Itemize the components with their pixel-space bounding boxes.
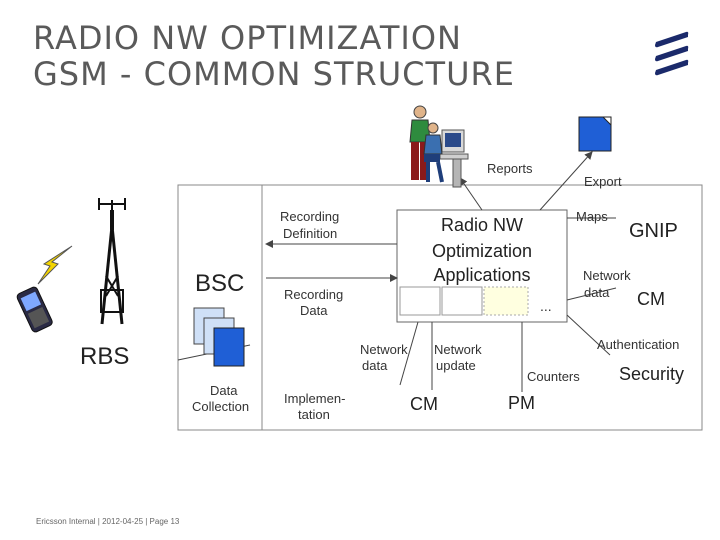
- data-collection-label-1: Data: [210, 383, 238, 398]
- export-label: Export: [584, 174, 622, 189]
- antenna-mast-icon: [98, 198, 126, 325]
- recording-data-label-2: Data: [300, 303, 328, 318]
- lightning-icon: [37, 245, 73, 285]
- network-data-right-label-1: Network: [583, 268, 631, 283]
- export-document-icon: [578, 116, 612, 152]
- maps-label: Maps: [576, 209, 608, 224]
- app-title-line2: Optimization: [431, 241, 533, 261]
- network-update-label-1: Network: [434, 342, 482, 357]
- page-title-line2: GSM - COMMON STRUCTURE: [33, 55, 515, 93]
- gnip-label: GNIP: [629, 220, 678, 242]
- rbs-label: RBS: [80, 343, 130, 370]
- recording-definition-label-1: Recording: [280, 209, 340, 224]
- implementation-label-2: tation: [298, 407, 330, 422]
- network-update-label-2: update: [436, 358, 476, 373]
- cm-right-label: CM: [637, 289, 665, 309]
- app-title-line1: Radio NW: [440, 215, 524, 235]
- reports-label: Reports: [487, 161, 533, 176]
- network-data-mid-label-1: Network: [360, 342, 408, 357]
- authentication-label: Authentication: [597, 337, 680, 352]
- bsc-label: BSC: [195, 270, 245, 297]
- security-label: Security: [619, 364, 685, 384]
- recording-definition-label-2: Definition: [283, 226, 338, 241]
- network-data-right-label-2: data: [584, 285, 610, 300]
- app-title-line3: Applications: [433, 265, 531, 285]
- network-data-mid-label-2: data: [362, 358, 388, 373]
- pm-bottom-label: PM: [508, 393, 535, 413]
- mobile-phone-icon: [16, 286, 53, 333]
- workers-at-computer-icon: [409, 105, 469, 188]
- data-collection-files-icon: [193, 307, 245, 367]
- counters-label: Counters: [527, 369, 580, 384]
- ellipsis-label: ...: [540, 298, 552, 314]
- footer-text: Ericsson Internal | 2012-04-25 | Page 13: [36, 517, 180, 526]
- ericsson-logo-icon: [655, 31, 689, 76]
- page-title-line1: RADIO NW OPTIMIZATION: [33, 19, 462, 57]
- implementation-label-1: Implemen-: [284, 391, 346, 406]
- cm-bottom-label: CM: [410, 394, 438, 414]
- recording-data-label-1: Recording: [284, 287, 344, 302]
- data-collection-label-2: Collection: [192, 399, 250, 414]
